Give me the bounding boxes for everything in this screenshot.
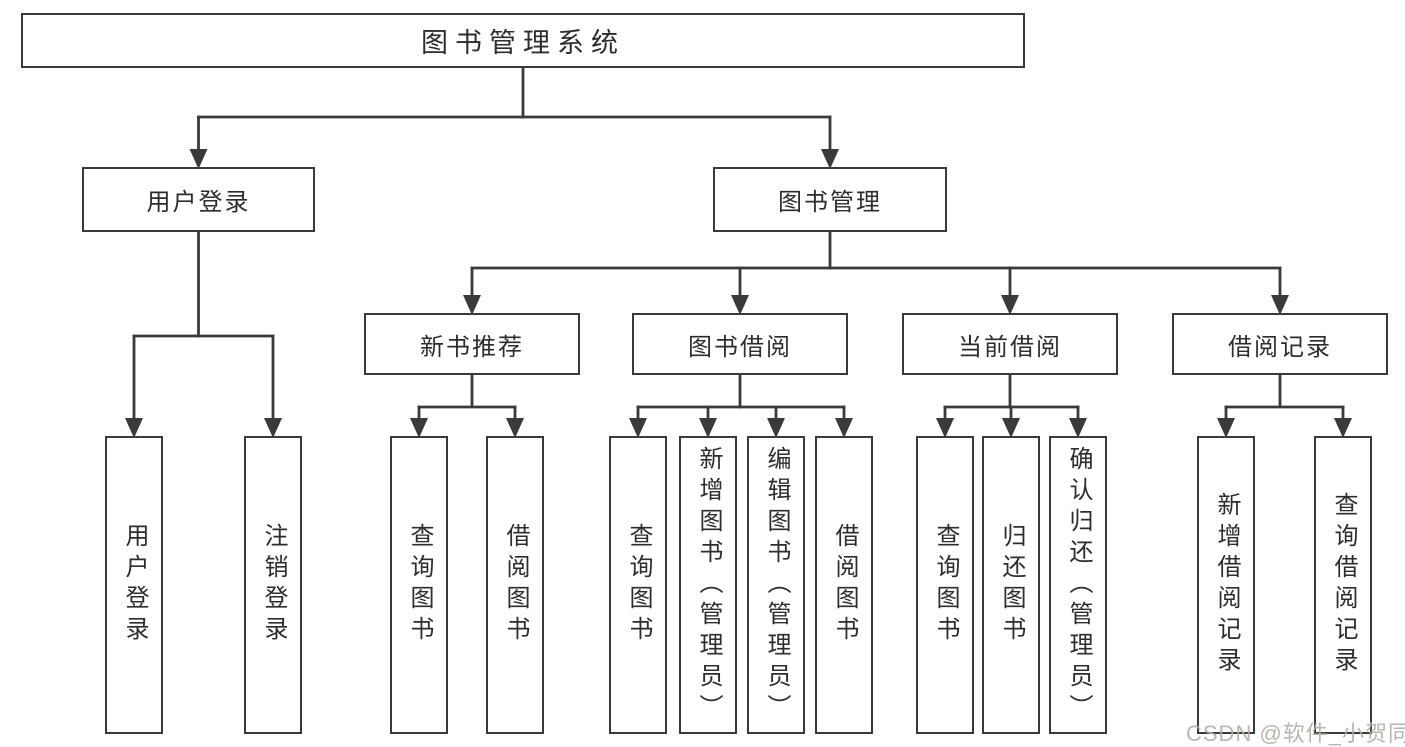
- node-library-system: 图书管理系统: [21, 13, 1025, 68]
- arrowhead-icon: [936, 418, 954, 438]
- node-cb-confirm-return: 确认归还（管理员）: [1049, 436, 1107, 734]
- node-br-query-record: 查询借阅记录: [1314, 436, 1372, 734]
- node-nb-borrow-book: 借阅图书: [486, 436, 544, 734]
- arrowhead-icon: [506, 418, 524, 438]
- arrowhead-icon: [125, 418, 143, 438]
- node-cb-return-book: 归还图书: [982, 436, 1040, 734]
- arrowhead-icon: [410, 418, 428, 438]
- arrowhead-icon: [821, 149, 839, 169]
- node-book-borrow: 图书借阅: [632, 313, 848, 375]
- arrowhead-icon: [1217, 418, 1235, 438]
- arrowhead-icon: [463, 295, 481, 315]
- node-bb-add-book: 新增图书（管理员）: [679, 436, 737, 734]
- node-new-book-rec: 新书推荐: [364, 313, 580, 375]
- node-current-borrow: 当前借阅: [902, 313, 1118, 375]
- csdn-watermark: CSDN @软件_小贺同学: [1186, 721, 1405, 746]
- node-user-login: 用户登录: [82, 167, 315, 232]
- arrowhead-icon: [629, 418, 647, 438]
- arrowhead-icon: [264, 418, 282, 438]
- node-bb-borrow-book: 借阅图书: [815, 436, 873, 734]
- arrowhead-icon: [767, 418, 785, 438]
- node-cb-query-book: 查询图书: [916, 436, 974, 734]
- arrowhead-icon: [835, 418, 853, 438]
- arrowhead-icon: [731, 295, 749, 315]
- node-leaf-logout: 注销登录: [244, 436, 302, 734]
- node-bb-query-book: 查询图书: [609, 436, 667, 734]
- arrowhead-icon: [1001, 295, 1019, 315]
- node-nb-query-book: 查询图书: [390, 436, 448, 734]
- arrowhead-icon: [699, 418, 717, 438]
- arrowhead-icon: [1271, 295, 1289, 315]
- arrowhead-icon: [1002, 418, 1020, 438]
- arrowhead-icon: [189, 149, 208, 169]
- arrowhead-icon: [1069, 418, 1087, 438]
- node-borrow-records: 借阅记录: [1172, 313, 1388, 375]
- node-br-add-record: 新增借阅记录: [1197, 436, 1255, 734]
- node-bb-edit-book: 编辑图书（管理员）: [747, 436, 805, 734]
- arrowhead-icon: [1334, 418, 1352, 438]
- node-book-mgmt: 图书管理: [713, 167, 947, 232]
- node-leaf-user-login: 用户登录: [105, 436, 163, 734]
